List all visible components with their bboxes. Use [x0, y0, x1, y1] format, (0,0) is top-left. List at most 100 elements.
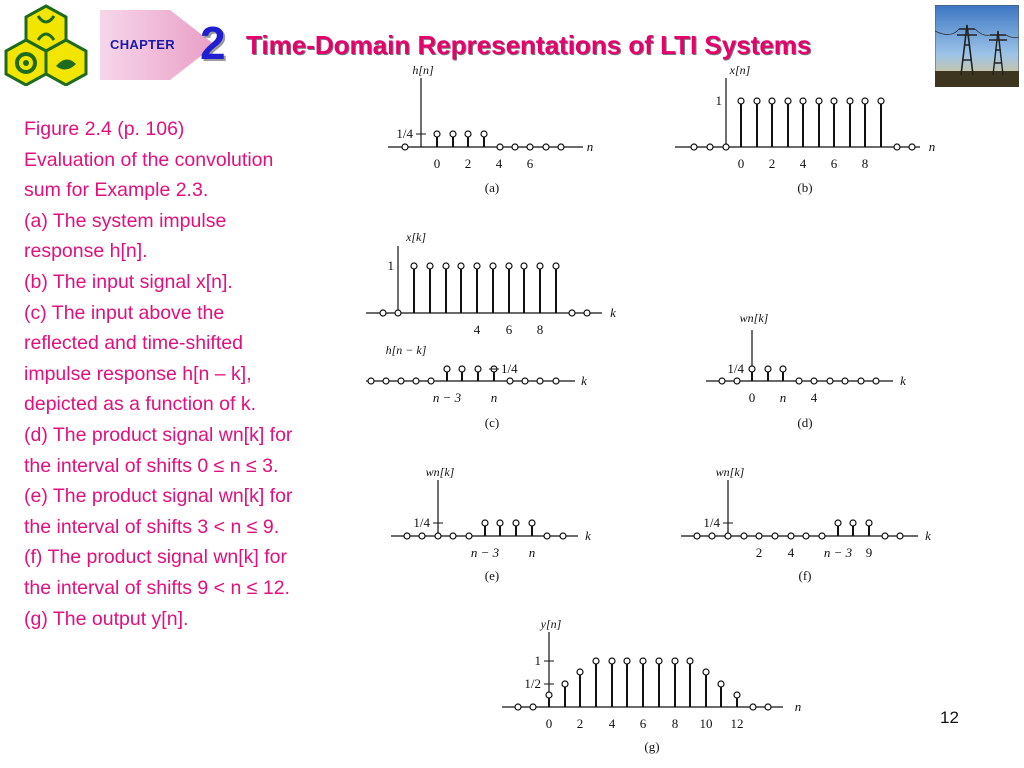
zero-sample-marker: [367, 377, 375, 385]
zero-sample-marker: [382, 377, 390, 385]
stem-marker: [764, 365, 772, 373]
plot-g-tick-label: 6: [640, 716, 647, 731]
stem-marker: [639, 657, 647, 665]
caption-line: Evaluation of the convolution: [24, 148, 274, 171]
stem-marker: [480, 130, 488, 138]
caption-line: (g) The output y[n].: [24, 607, 189, 630]
plot-a-tick-label: 2: [465, 156, 472, 171]
zero-sample-marker: [718, 377, 726, 385]
plot-e-tick-label: n − 3: [471, 545, 500, 560]
zero-sample-marker: [434, 532, 442, 540]
stem-marker: [552, 262, 560, 270]
stem-marker: [576, 668, 584, 676]
plot-g-ylabel: y[n]: [540, 617, 562, 631]
plot-f-tick-label: 4: [788, 545, 795, 560]
stem-marker: [489, 262, 497, 270]
plot-a-panel-label: (a): [485, 180, 499, 195]
stem-marker: [426, 262, 434, 270]
slide-title: Time-Domain Representations of LTI Syste…: [246, 30, 812, 60]
stem-marker: [473, 262, 481, 270]
zero-sample-marker: [724, 532, 732, 540]
plot-c-top-tick-label: 6: [506, 322, 513, 337]
stem-marker: [779, 365, 787, 373]
zero-sample-marker: [557, 143, 565, 151]
stem-marker: [505, 262, 513, 270]
plot-g-tick-label: 12: [731, 716, 744, 731]
caption-line: the interval of shifts 9 < n ≤ 12.: [24, 576, 290, 599]
zero-sample-marker: [896, 532, 904, 540]
plot-c-bottom-xlabel: k: [581, 373, 587, 388]
plot-c-panel-label: (c): [485, 415, 499, 430]
plot-g-xlabel: n: [795, 699, 802, 714]
stem-marker: [671, 657, 679, 665]
plot-e-panel-label: (e): [485, 568, 499, 583]
stem-marker: [410, 262, 418, 270]
stem-marker: [655, 657, 663, 665]
plot-b-tick-label: 2: [769, 156, 776, 171]
plot-c-top-level-label: 1: [388, 258, 395, 273]
stem-marker: [457, 262, 465, 270]
zero-sample-marker: [511, 143, 519, 151]
stem-marker: [481, 519, 489, 527]
plot-a-ylabel: h[n]: [412, 63, 434, 77]
zero-sample-marker: [764, 703, 772, 711]
zero-sample-marker: [559, 532, 567, 540]
zero-sample-marker: [795, 377, 803, 385]
zero-sample-marker: [496, 143, 504, 151]
plot-c-bottom-ylabel: h[n − k]: [386, 343, 427, 357]
stem-marker: [561, 680, 569, 688]
caption-line: (a) The system impulse: [24, 209, 227, 232]
stem-marker: [608, 657, 616, 665]
stem-marker: [442, 262, 450, 270]
zero-sample-marker: [379, 309, 387, 317]
plot-a-tick-label: 6: [527, 156, 534, 171]
plot-a-level-label: 1/4: [396, 126, 413, 141]
plot-a-tick-label: 0: [434, 156, 441, 171]
plot-c-bottom-tick-label: n − 3: [433, 390, 462, 405]
plot-c-top-tick-label: 8: [537, 322, 544, 337]
stem-marker: [458, 365, 466, 373]
chapter-number: 2: [200, 17, 226, 69]
stem-marker: [592, 657, 600, 665]
caption-line: Figure 2.4 (p. 106): [24, 118, 185, 140]
zero-sample-marker: [552, 377, 560, 385]
stem-marker: [474, 365, 482, 373]
zero-sample-marker: [583, 309, 591, 317]
zero-sample-marker: [693, 532, 701, 540]
zero-sample-marker: [857, 377, 865, 385]
plot-c-top-ylabel: x[k]: [405, 230, 426, 244]
plot-b-level-label: 1: [716, 93, 723, 108]
chapter-arrow-shape: [100, 10, 215, 80]
plot-b-tick-label: 0: [738, 156, 745, 171]
plot-e-level-label: 1/4: [413, 515, 430, 530]
zero-sample-marker: [755, 532, 763, 540]
plot-d-ylabel: wn[k]: [740, 311, 769, 325]
zero-sample-marker: [802, 532, 810, 540]
stem-marker: [748, 365, 756, 373]
zero-sample-marker: [521, 377, 529, 385]
stem-marker: [464, 130, 472, 138]
stem-marker: [528, 519, 536, 527]
stem-marker: [433, 130, 441, 138]
plot-e-ylabel: wn[k]: [426, 465, 455, 479]
stem-marker: [443, 365, 451, 373]
plot-b-tick-label: 4: [800, 156, 807, 171]
stem-marker: [737, 97, 745, 105]
plot-f-tick-label: 9: [866, 545, 873, 560]
caption-line: response h[n].: [24, 240, 148, 263]
plot-g-tick-label: 4: [609, 716, 616, 731]
plot-f-xlabel: k: [925, 528, 931, 543]
zero-sample-marker: [872, 377, 880, 385]
plot-f-tick-label: 2: [756, 545, 763, 560]
plot-d-level-label: 1/4: [727, 361, 744, 376]
caption-line: reflected and time-shifted: [24, 332, 243, 355]
stem-marker: [520, 262, 528, 270]
zero-sample-marker: [771, 532, 779, 540]
zero-sample-marker: [394, 309, 402, 317]
plot-b-ylabel: x[n]: [729, 63, 751, 77]
page-number: 12: [940, 708, 959, 727]
caption-line: (c) The input above the: [24, 301, 225, 324]
zero-sample-marker: [722, 143, 730, 151]
stem-marker: [623, 657, 631, 665]
